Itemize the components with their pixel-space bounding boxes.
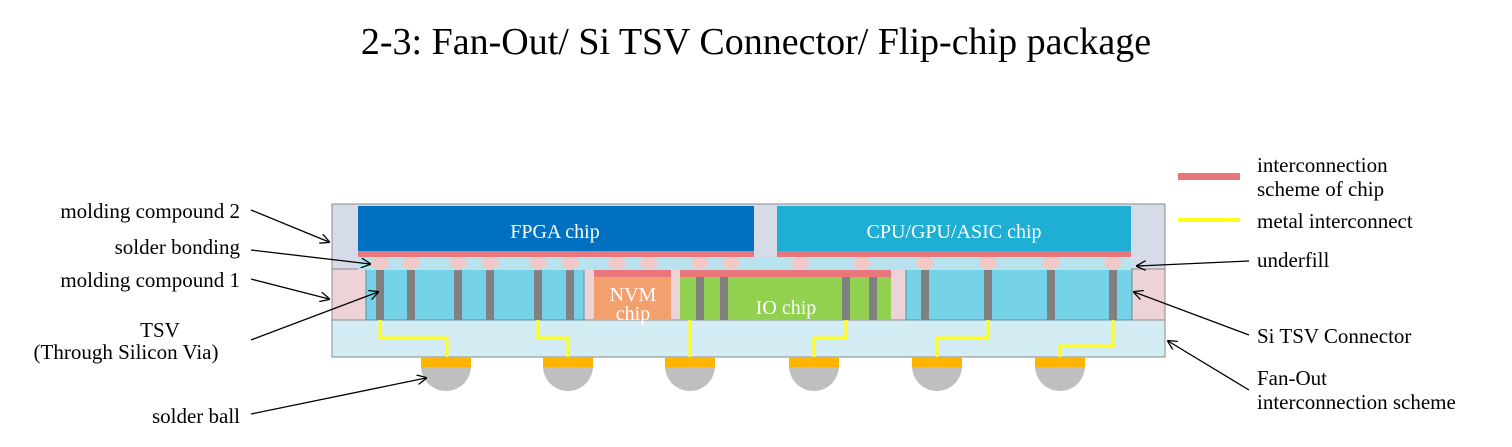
tsv <box>566 270 574 320</box>
arrow-si-tsv-connector <box>1134 292 1250 336</box>
fpga-chip-label: FPGA chip <box>510 221 599 243</box>
tsv <box>454 270 462 320</box>
fpga-chip-interconnect <box>358 251 754 257</box>
tsv <box>486 270 494 320</box>
nvm-chip-label-line2: chip <box>616 303 650 325</box>
solder-ball <box>543 366 593 391</box>
solder-bump <box>1104 257 1122 269</box>
solder-ball-pad <box>543 357 593 367</box>
solder-bump <box>979 257 997 269</box>
solder-bump <box>791 257 809 269</box>
solder-bump <box>916 257 934 269</box>
solder-bump <box>691 257 709 269</box>
nvm-chip-label-line1: NVM <box>610 284 657 306</box>
package-cross-section: FPGA chip CPU/GPU/ASIC chip NVM chip IO … <box>331 203 1166 391</box>
tsv <box>984 270 992 320</box>
metal-trace <box>935 320 990 358</box>
metal-interconnects <box>378 320 1115 358</box>
nvm-chip-interconnect <box>594 270 671 277</box>
io-chip <box>680 276 891 320</box>
legend-label-chip-interconnect-line1: interconnection <box>1257 153 1388 177</box>
solder-bump <box>402 257 420 269</box>
solder-ball <box>912 366 962 391</box>
solder-bump <box>481 257 499 269</box>
metal-trace <box>536 320 570 358</box>
solder-ball-pad <box>789 357 839 367</box>
tsv <box>921 270 929 320</box>
io-chip-interconnect <box>680 270 891 277</box>
solder-bump <box>449 257 467 269</box>
solder-bump <box>608 257 626 269</box>
solder-bump <box>640 257 658 269</box>
solder-ball-pad <box>1035 357 1085 367</box>
si-tsv-connector-left <box>365 268 585 321</box>
solder-ball <box>789 366 839 391</box>
legend: interconnection scheme of chip metal int… <box>1178 153 1413 233</box>
solder-bumps <box>371 257 1122 269</box>
legend-label-metal-interconnect: metal interconnect <box>1257 209 1413 233</box>
solder-ball <box>1035 366 1085 391</box>
solder-bump <box>371 257 389 269</box>
label-molding-compound-2: molding compound 2 <box>60 199 240 223</box>
underfill <box>358 257 1131 270</box>
metal-trace <box>378 320 449 358</box>
arrow-molding-compound-1 <box>250 278 329 299</box>
tsv <box>376 270 384 320</box>
solder-ball <box>665 366 715 391</box>
left-labels: molding compound 2 solder bonding moldin… <box>34 199 427 428</box>
tsv <box>1109 270 1117 320</box>
legend-label-chip-interconnect-line2: scheme of chip <box>1257 177 1384 201</box>
arrow-solder-bonding <box>250 249 370 264</box>
cpu-gpu-asic-chip <box>777 206 1131 251</box>
arrow-fan-out <box>1168 341 1250 391</box>
tsv <box>869 277 877 320</box>
solder-ball <box>421 366 471 391</box>
io-chip-label: IO chip <box>756 297 817 319</box>
tsv <box>720 277 728 320</box>
solder-ball-pad <box>421 357 471 367</box>
solder-bump <box>853 257 871 269</box>
solder-bump <box>1042 257 1060 269</box>
nvm-chip <box>594 276 671 320</box>
tsv <box>696 277 704 320</box>
legend-swatch-chip-interconnect <box>1178 173 1240 180</box>
metal-trace <box>812 320 848 358</box>
solder-bump <box>722 257 740 269</box>
solder-ball-pad <box>912 357 962 367</box>
label-tsv-line2: (Through Silicon Via) <box>34 340 219 364</box>
si-tsv-connector-right <box>905 268 1133 321</box>
label-tsv-line1: TSV <box>140 318 180 342</box>
tsv <box>1047 270 1055 320</box>
label-si-tsv-connector: Si TSV Connector <box>1257 324 1411 348</box>
arrow-molding-compound-2 <box>250 209 329 242</box>
solder-bump <box>561 257 579 269</box>
cpu-chip-interconnect <box>777 251 1131 257</box>
solder-ball-pad <box>665 357 715 367</box>
label-solder-ball: solder ball <box>152 404 240 428</box>
solder-balls <box>421 357 1085 391</box>
solder-bump <box>529 257 547 269</box>
cpu-chip-label: CPU/GPU/ASIC chip <box>866 221 1041 243</box>
tsv <box>534 270 542 320</box>
metal-trace <box>1058 320 1115 358</box>
fan-out-layer <box>331 319 1166 358</box>
arrow-tsv <box>250 292 378 341</box>
tsv <box>407 270 415 320</box>
fpga-chip <box>358 206 754 251</box>
label-molding-compound-1: molding compound 1 <box>60 268 240 292</box>
label-fan-out-line1: Fan-Out <box>1257 366 1327 390</box>
diagram-title: 2-3: Fan-Out/ Si TSV Connector/ Flip-chi… <box>361 21 1151 63</box>
right-labels: underfill Si TSV Connector Fan-Out inter… <box>1134 248 1456 414</box>
legend-swatch-metal-interconnect <box>1178 218 1240 222</box>
tsv <box>842 277 850 320</box>
label-solder-bonding: solder bonding <box>115 235 241 259</box>
label-fan-out-line2: interconnection scheme <box>1257 390 1456 414</box>
arrow-underfill <box>1137 260 1250 266</box>
label-underfill: underfill <box>1257 248 1329 272</box>
arrow-solder-ball <box>250 378 426 415</box>
